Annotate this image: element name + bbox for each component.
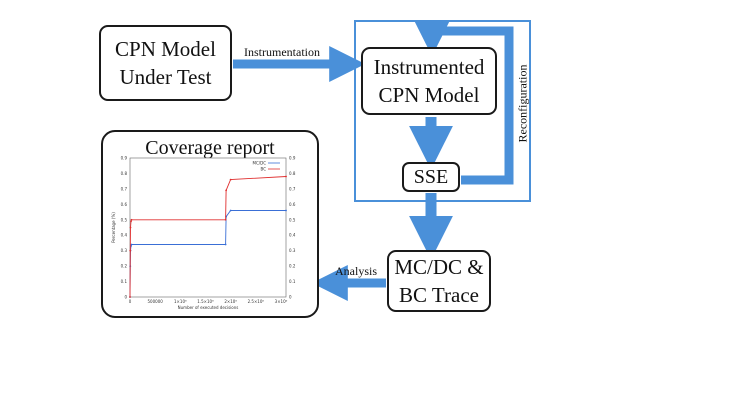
series-point	[129, 296, 131, 298]
series-point	[285, 209, 287, 212]
instrumented-line1: Instrumented	[373, 55, 485, 79]
y2-tick-label: 0.4	[289, 233, 296, 238]
y2-tick-label: 0.1	[289, 279, 296, 284]
y2-tick-label: 0.3	[289, 248, 296, 253]
y-tick-label: 0.8	[121, 171, 128, 176]
instrumented-cpn-model-box: Instrumented CPN Model	[361, 47, 497, 115]
y-tick-label: 0.5	[121, 217, 128, 222]
legend-label: BC	[261, 167, 267, 172]
reconfiguration-arrow	[414, 20, 514, 185]
series-point	[229, 209, 232, 212]
y-tick-label: 0.7	[121, 186, 128, 191]
y-tick-label: 0	[124, 295, 127, 300]
x-tick-label: 1×10⁶	[174, 299, 187, 304]
y2-tick-label: 0.2	[289, 264, 296, 269]
y-tick-label: 0.3	[121, 248, 128, 253]
mcdc-bc-trace-box: MC/DC & BC Trace	[387, 250, 491, 312]
y2-tick-label: 0.9	[289, 156, 296, 161]
x-tick-label: 3×10⁶	[275, 299, 288, 304]
series-point	[285, 175, 287, 178]
y2-tick-label: 0	[289, 295, 292, 300]
y-tick-label: 0.9	[121, 156, 128, 161]
series-point	[129, 226, 132, 229]
analysis-label: Analysis	[335, 264, 377, 278]
series-point	[224, 243, 227, 246]
y-tick-label: 0.1	[121, 279, 128, 284]
y2-tick-label: 0.7	[289, 186, 296, 191]
trace-line1: MC/DC &	[394, 255, 484, 279]
y-axis-label: Percentage (%)	[111, 212, 116, 243]
y-tick-label: 0.2	[121, 264, 128, 269]
y2-tick-label: 0.6	[289, 202, 296, 207]
trace-line2: BC Trace	[399, 283, 479, 307]
coverage-report-title: Coverage report	[145, 137, 275, 159]
sse-label: SSE	[413, 166, 449, 188]
x-tick-label: 0	[129, 299, 132, 304]
series-point	[130, 243, 133, 246]
x-tick-label: 2×10⁶	[224, 299, 237, 304]
y-tick-label: 0.6	[121, 202, 128, 207]
instrumented-line2: CPN Model	[378, 83, 480, 107]
series-point	[130, 220, 132, 223]
series-point	[130, 218, 133, 221]
y-tick-label: 0.4	[121, 233, 128, 238]
cpn-model-under-test-box: CPN Model Under Test	[99, 25, 232, 101]
x-tick-label: 500000	[148, 299, 164, 304]
cpn-model-line1: CPN Model	[115, 37, 216, 61]
series-point	[224, 218, 227, 221]
y2-tick-label: 0.8	[289, 171, 296, 176]
sse-box: SSE	[402, 162, 460, 192]
series-point	[229, 178, 232, 181]
x-axis-label: Number of executed decisions	[178, 305, 239, 310]
y2-tick-label: 0.5	[289, 217, 296, 222]
instrumentation-label: Instrumentation	[244, 45, 320, 59]
x-tick-label: 2.5×10⁶	[248, 299, 265, 304]
legend-label: MC/DC	[253, 161, 267, 166]
x-tick-label: 1.5×10⁶	[197, 299, 214, 304]
cpn-model-line2: Under Test	[119, 65, 212, 89]
plot-frame	[129, 157, 287, 298]
series-point	[225, 189, 228, 192]
series-point	[129, 249, 132, 252]
